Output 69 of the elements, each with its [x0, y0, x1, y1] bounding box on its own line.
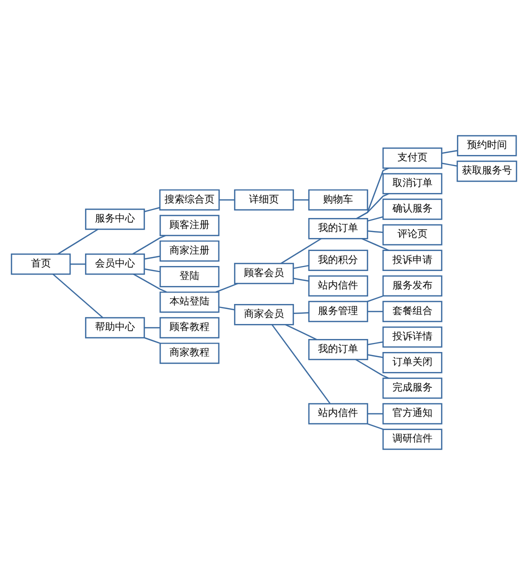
- connector: [292, 199, 308, 201]
- node-box: 顾客教程: [159, 317, 219, 338]
- node-box: 登陆: [159, 266, 219, 288]
- node-box: 官方通知: [382, 403, 442, 424]
- node-box: 获取服务号: [456, 160, 517, 182]
- connector: [366, 216, 383, 222]
- node-box: 我的积分: [308, 250, 368, 271]
- connector: [144, 337, 160, 344]
- connector: [144, 268, 160, 272]
- connector: [52, 274, 103, 318]
- connector: [292, 264, 308, 269]
- connector: [361, 238, 389, 251]
- node-box: 帮助中心: [84, 317, 144, 338]
- node-box: 投诉申请: [382, 250, 442, 271]
- node-box: 我的订单: [308, 218, 368, 240]
- node-box: 投诉详情: [382, 326, 442, 348]
- node-box: 支付页: [382, 148, 442, 169]
- connector: [144, 327, 160, 328]
- node-box: 会员中心: [84, 254, 144, 275]
- connector: [271, 324, 330, 404]
- node-box: 服务中心: [84, 208, 144, 230]
- node-box: 搜索综合页: [158, 189, 220, 211]
- connector: [132, 234, 166, 255]
- node-box: 完成服务: [382, 378, 442, 399]
- node-box: 站内信件: [308, 403, 368, 424]
- connector: [284, 324, 316, 340]
- connector: [367, 310, 382, 312]
- node-box: 顾客注册: [159, 214, 219, 236]
- connector: [367, 230, 382, 233]
- connector: [367, 413, 382, 414]
- connector: [215, 282, 238, 293]
- connector: [354, 359, 388, 379]
- node-box: 本站登陆: [159, 292, 219, 313]
- node-box: 服务发布: [382, 275, 442, 297]
- node-box: 我的订单: [308, 338, 368, 360]
- connector: [292, 278, 308, 282]
- node-box: 调研信件: [382, 428, 442, 450]
- connector: [367, 354, 383, 358]
- connector: [144, 207, 160, 212]
- node-box: 评论页: [382, 224, 442, 246]
- node-box: 套餐组合: [382, 300, 442, 322]
- node-box: 取消订单: [382, 173, 442, 194]
- connector: [70, 264, 85, 265]
- connector: [356, 193, 388, 220]
- node-box: 订单关闭: [382, 352, 442, 374]
- connector: [366, 423, 383, 430]
- node-box: 确认服务: [382, 198, 442, 220]
- connector: [144, 256, 160, 260]
- node-box: 详细页: [234, 189, 294, 211]
- node-box: 商家注册: [159, 240, 219, 262]
- connector: [356, 168, 388, 220]
- connector: [218, 306, 234, 310]
- connector: [441, 150, 457, 154]
- node-box: 购物车: [308, 189, 368, 211]
- node-box: 首页: [10, 254, 70, 275]
- connector: [280, 238, 322, 264]
- node-box: 顾客会员: [234, 262, 294, 284]
- connector: [367, 341, 382, 346]
- node-box: 商家会员: [234, 304, 294, 326]
- node-box: 服务管理: [308, 300, 368, 322]
- connector: [292, 312, 308, 314]
- node-box: 站内信件: [308, 275, 368, 297]
- node-box: 预约时间: [456, 135, 516, 156]
- node-box: 商家教程: [159, 342, 219, 364]
- connector: [441, 162, 457, 167]
- connector: [218, 199, 234, 201]
- connector: [56, 228, 98, 255]
- connector: [366, 295, 383, 302]
- connector: [132, 274, 166, 293]
